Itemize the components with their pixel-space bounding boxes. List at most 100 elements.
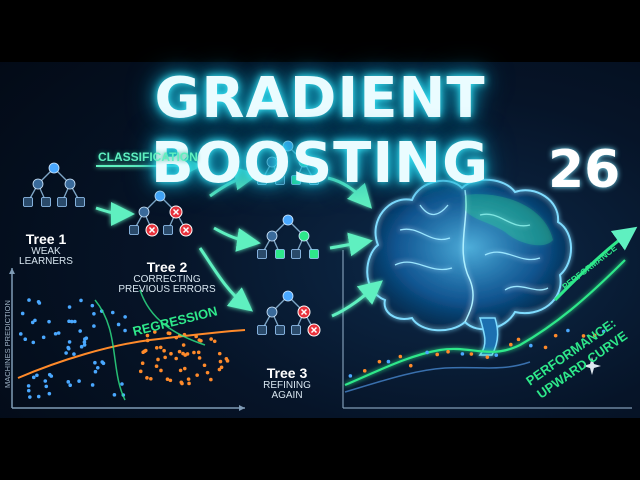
scatter-point (66, 380, 71, 384)
scatter-point (183, 353, 188, 357)
scatter-point (110, 310, 115, 315)
scatter-point (123, 315, 127, 319)
page-title: GRADIENT BOOSTING (150, 66, 490, 196)
sparkle-icon (583, 357, 601, 375)
letterbox-top (0, 0, 640, 62)
performance-points (348, 328, 606, 378)
tree-1-desc-line1: WEAK (31, 245, 61, 257)
scatter-point (26, 388, 31, 393)
scatter-point (92, 311, 96, 316)
scatter-point (72, 352, 76, 356)
performance-point (446, 349, 450, 354)
tree-node (138, 206, 150, 218)
scatter-point (197, 356, 202, 360)
tree-3-label: Tree 3 REFINING AGAIN (252, 366, 322, 402)
scatter-point (205, 370, 210, 375)
scatter-point (145, 376, 149, 380)
regression-curve-orange (17, 329, 246, 379)
scatter-point (182, 366, 187, 371)
scatter-point (195, 373, 199, 377)
scatter-orange-points (138, 330, 230, 386)
scatter-blue-points (18, 298, 127, 399)
scatter-point (82, 343, 87, 347)
performance-point (485, 355, 490, 359)
scatter-point (78, 329, 82, 333)
brain-icon (366, 178, 572, 356)
tree-2-name: Tree 2 (146, 259, 188, 275)
performance-point (435, 352, 440, 357)
scatter-point (169, 351, 173, 356)
close-icon (310, 326, 318, 334)
arrow-middle-to-brain (329, 232, 373, 257)
scatter-point (153, 330, 157, 334)
close-icon (300, 308, 308, 316)
tree-3 (257, 290, 321, 337)
scatter-point (209, 337, 213, 341)
tree-node (266, 306, 278, 318)
scatter-point (41, 335, 46, 340)
performance-point (581, 334, 586, 338)
scatter-point (28, 395, 32, 399)
scatter-point (31, 340, 36, 345)
tree-node (32, 178, 44, 190)
scatter-point (43, 379, 48, 383)
scatter-point (138, 369, 143, 374)
scatter-point (47, 391, 52, 396)
scatter-point (82, 340, 87, 344)
tree-3-desc-line2: AGAIN (271, 390, 303, 402)
tree-1-desc-line2: LEARNERS (19, 256, 73, 268)
performance-point (425, 350, 429, 355)
scatter-point (79, 344, 84, 349)
scatter-point (79, 298, 83, 303)
tree-node (282, 290, 294, 302)
scatter-point (212, 339, 217, 344)
scatter-point (181, 343, 186, 347)
scatter-point (56, 331, 61, 335)
tree-node (48, 162, 60, 174)
scatter-point (77, 379, 81, 383)
scatter-point (196, 350, 201, 355)
leaf-node (257, 249, 267, 259)
scatter-point (31, 375, 36, 380)
scatter-point (64, 351, 68, 355)
tree-2-desc-line1: CORRECTING (133, 273, 201, 285)
scatter-point (202, 363, 207, 368)
close-icon (172, 208, 180, 216)
scatter-point (26, 384, 31, 388)
tree-2-desc-line2: PREVIOUS ERRORS (118, 284, 216, 296)
leaf-node (129, 225, 139, 235)
scatter-point (116, 322, 121, 327)
scatter-point (100, 360, 105, 364)
scatter-point (141, 350, 145, 355)
scatter-point (67, 305, 72, 309)
scatter-point (93, 360, 97, 365)
tree-node (64, 178, 76, 190)
tree-3-name: Tree 3 (266, 365, 308, 381)
scatter-point (90, 383, 95, 387)
scatter-point (23, 337, 28, 342)
performance-point (509, 342, 513, 347)
tree-middle (257, 214, 319, 259)
scatter-point (18, 332, 23, 336)
performance-curve (344, 259, 626, 387)
scatter-point (156, 357, 160, 362)
scatter-point (174, 356, 178, 361)
decision-trees (23, 140, 321, 337)
scatter-point (90, 303, 95, 308)
performance-point (516, 337, 521, 342)
leaf-node (309, 175, 319, 185)
scatter-point (84, 336, 89, 340)
tree-node (282, 140, 294, 152)
scatter-point (178, 368, 183, 373)
close-icon (148, 226, 156, 234)
scatter-point (44, 384, 49, 389)
scatter-point (67, 340, 72, 344)
scatter-point (186, 377, 191, 381)
scatter-point (224, 356, 229, 361)
decision-boundary (94, 289, 206, 401)
scatter-point (167, 331, 172, 336)
scatter-point (93, 369, 98, 374)
scatter-point (149, 376, 153, 381)
scatter-point (33, 318, 37, 323)
tree-1-label: Tree 1 WEAK LEARNERS (6, 232, 86, 268)
